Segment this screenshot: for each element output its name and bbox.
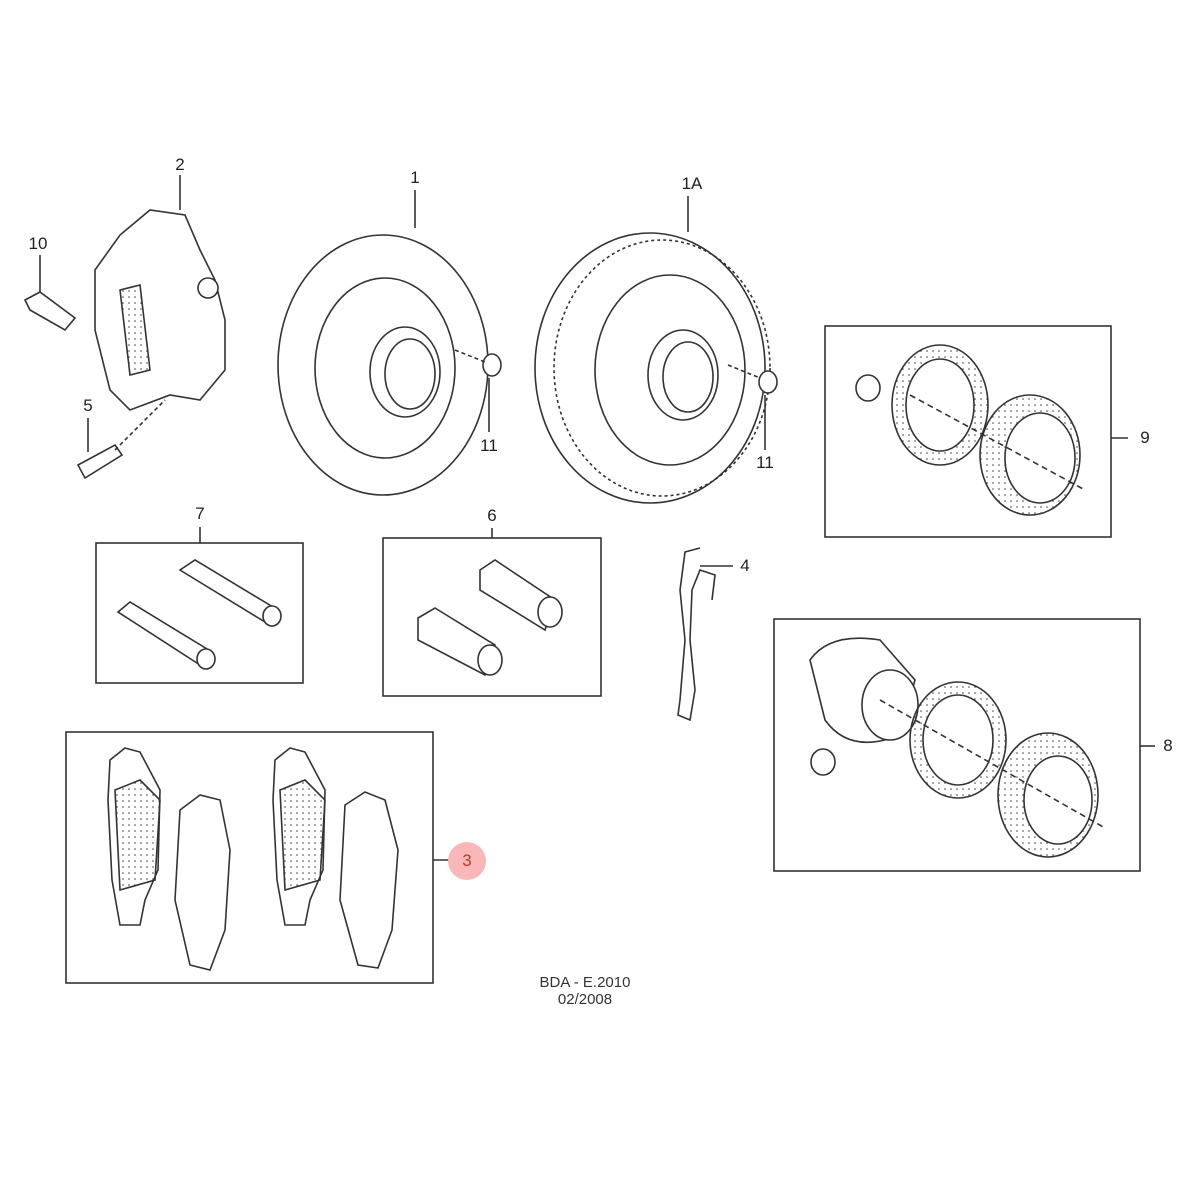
guide-sleeve-kit-box-6[interactable] [382,528,602,697]
diagram-code: BDA - E.2010 [539,974,631,991]
callout-11-disc-1[interactable]: 11 [480,436,498,455]
wheel-stud-nut-2[interactable] [727,364,778,450]
callout-1[interactable]: 1 [410,168,420,187]
callout-5[interactable]: 5 [83,396,93,415]
bleed-screw[interactable] [23,255,77,332]
guide-pin-kit-box-7[interactable] [95,527,304,684]
wheel-stud-nut[interactable] [454,349,502,432]
callout-1a[interactable]: 1A [681,174,703,193]
brake-caliper[interactable] [94,175,226,411]
piston-kit-box-8[interactable] [773,618,1155,872]
seal-kit-box-9[interactable] [824,325,1128,538]
callout-10[interactable]: 10 [28,234,48,253]
brake-disc-vented[interactable] [534,196,771,504]
callout-11-disc-1a[interactable]: 11 [756,453,774,472]
callout-7[interactable]: 7 [195,504,205,523]
brake-pad-set-box-3[interactable] [65,731,450,984]
brake-disc-solid[interactable] [277,190,489,496]
callout-9[interactable]: 9 [1140,428,1150,447]
callout-4[interactable]: 4 [740,556,750,575]
callout-2[interactable]: 2 [175,155,185,174]
diagram-date: 02/2008 [557,991,613,1008]
callout-3-highlighted[interactable]: 3 [448,842,486,880]
callout-8[interactable]: 8 [1163,736,1173,755]
callout-6[interactable]: 6 [487,506,497,525]
guide-bolt[interactable] [76,399,166,480]
anti-rattle-spring[interactable] [677,547,733,722]
